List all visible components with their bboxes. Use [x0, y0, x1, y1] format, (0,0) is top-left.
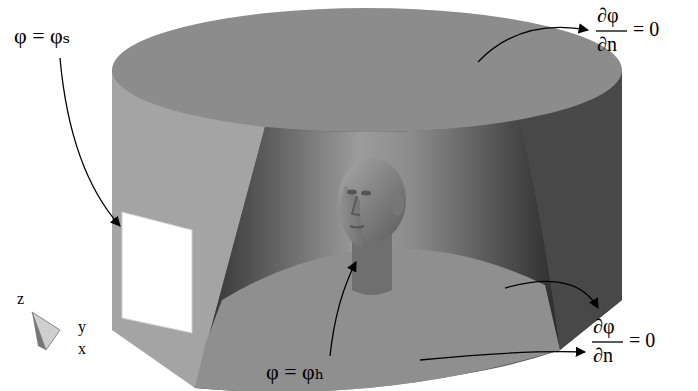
axis-triad: [32, 312, 60, 350]
fraction-numerator: ∂φ: [597, 4, 618, 26]
inner-wall: [195, 120, 560, 391]
boundary-condition: φ = φₕ: [266, 360, 324, 384]
fraction-denominator: ∂n: [593, 344, 613, 366]
equation-rhs: = 0: [633, 18, 659, 40]
axis-label: z: [17, 290, 24, 308]
fraction-bar: [592, 341, 623, 342]
fraction-bar: [596, 30, 627, 31]
source-patch: [122, 212, 192, 333]
top-face: [112, 8, 622, 132]
head-model: [338, 158, 406, 295]
equation-rhs: = 0: [629, 329, 655, 351]
fraction-denominator: ∂n: [597, 33, 617, 55]
fraction-numerator: ∂φ: [593, 315, 614, 337]
axis-label: y: [78, 318, 86, 336]
leader-lines: [60, 27, 598, 360]
axis-label: x: [78, 340, 86, 358]
boundary-condition: φ = φₛ: [14, 24, 70, 48]
